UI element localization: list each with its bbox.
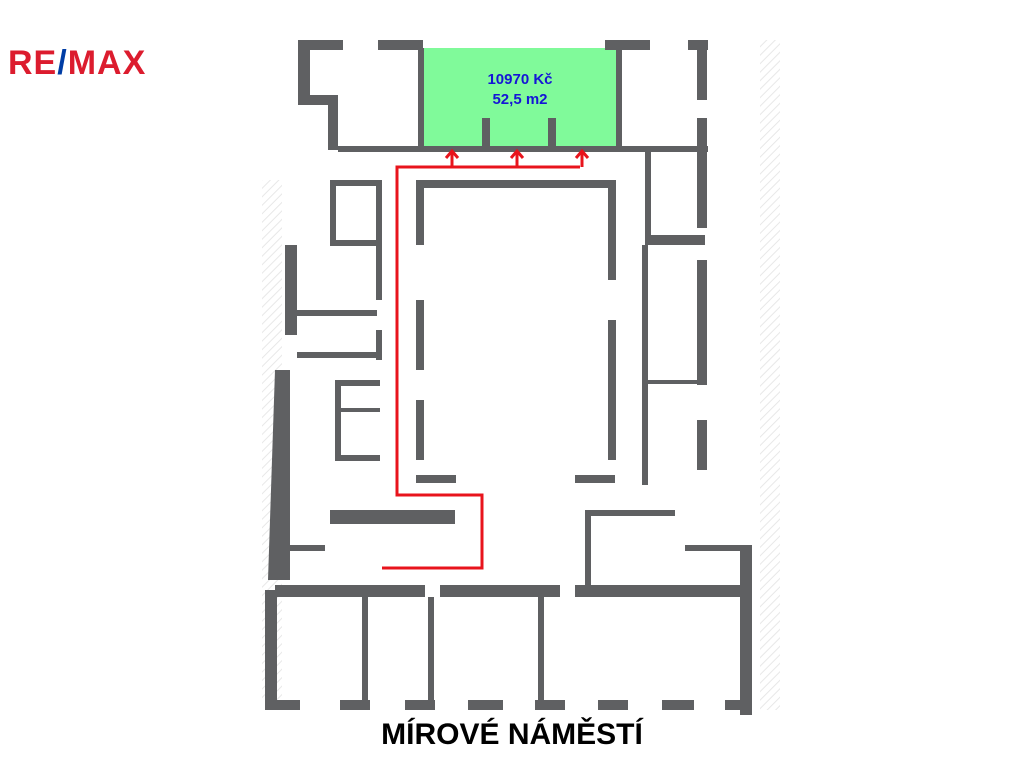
unit-label: 10970 Kč 52,5 m2: [420, 70, 620, 110]
remax-logo: RE/MAX: [8, 44, 146, 83]
logo-text-1: RE: [8, 44, 58, 82]
hatch-right: [760, 40, 780, 710]
logo-slash: /: [57, 44, 68, 82]
route-path: [382, 148, 590, 570]
walls: [265, 40, 752, 715]
unit-area: 52,5 m2: [492, 91, 548, 108]
unit-price: 10970 Kč: [487, 71, 553, 88]
street-label: MÍROVÉ NÁMĚSTÍ: [381, 718, 643, 751]
highlighted-unit[interactable]: [422, 48, 618, 148]
logo-text-2: MAX: [67, 44, 147, 82]
